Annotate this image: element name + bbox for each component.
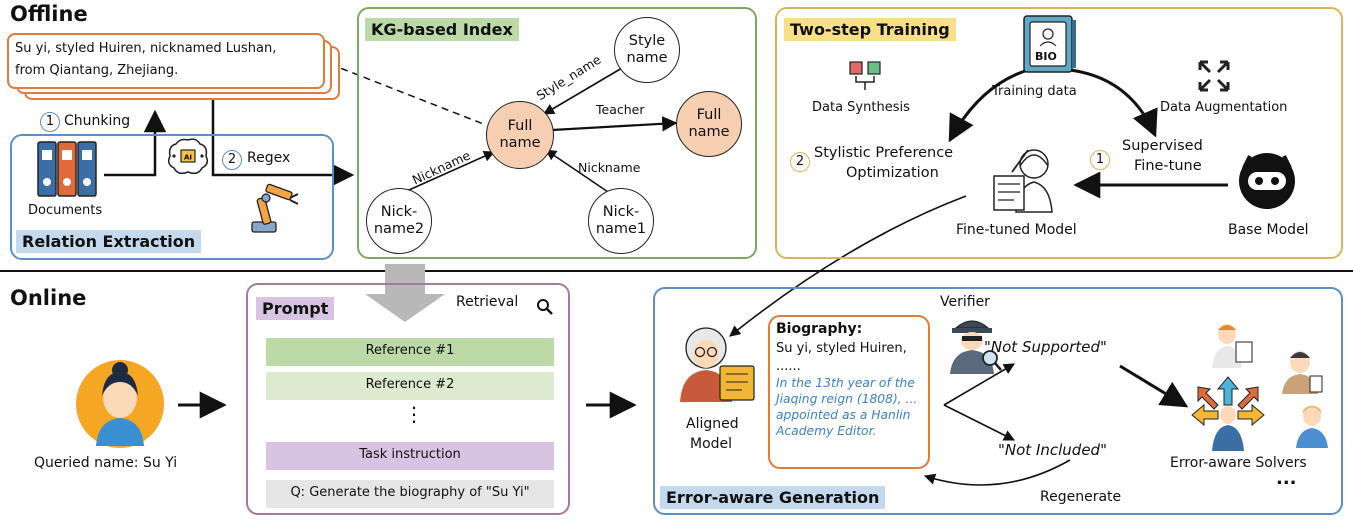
solver-center-icon xyxy=(1191,376,1265,451)
solver-avatar-1-icon xyxy=(1212,324,1253,368)
kg-node-full-name-right: Full name xyxy=(676,91,742,157)
not-included-label: "Not Included" xyxy=(998,441,1107,459)
aligned-model-line1: Aligned xyxy=(686,416,739,432)
kg-index-tag: KG-based Index xyxy=(365,18,519,41)
prompt-panel xyxy=(246,283,570,515)
aligned-model-line2: Model xyxy=(690,436,733,452)
user-avatar-icon xyxy=(76,360,164,448)
kg-node-nickname2: Nick-name2 xyxy=(366,188,432,254)
robot-arm-icon xyxy=(251,183,299,233)
retrieval-label: Retrieval xyxy=(456,294,519,310)
spo-step-badge: 2 xyxy=(790,152,810,172)
reference-2-bar: Reference #2 xyxy=(266,372,554,400)
curve-to-sft xyxy=(1069,68,1158,138)
error-aware-solvers-label: Error-aware Solvers xyxy=(1170,455,1307,471)
sft-step-badge: 1 xyxy=(1090,150,1110,170)
doc-text-line1: Su yi, styled Huiren, nicknamed Lushan, xyxy=(15,41,277,56)
error-aware-generation-tag: Error-aware Generation xyxy=(660,486,886,509)
regenerate-curve xyxy=(923,459,1071,486)
ai-brain-icon: AI xyxy=(167,138,209,175)
solver-avatar-3-icon xyxy=(1296,406,1328,448)
data-augmentation-label: Data Augmentation xyxy=(1160,100,1288,115)
query-bar: Q: Generate the biography of "Su Yi" xyxy=(266,480,554,508)
svg-text:AI: AI xyxy=(184,154,192,162)
kg-node-style-name: Style name xyxy=(614,17,680,83)
biography-card: Biography: Su yi, styled Huiren, ...... … xyxy=(768,315,930,469)
base-model-label: Base Model xyxy=(1228,222,1309,238)
training-data-label: Training data xyxy=(992,84,1077,99)
kg-node-full-name-center: Full name xyxy=(486,101,554,169)
reference-1-bar: Reference #1 xyxy=(266,338,554,366)
base-model-icon xyxy=(1239,153,1295,209)
not-supported-to-solvers xyxy=(1119,364,1189,408)
branch-to-not-supported xyxy=(943,363,1015,406)
finetuned-to-aligned-curve xyxy=(729,195,967,337)
biography-italic-text: In the 13th year of the Jiaqing reign (1… xyxy=(776,376,918,438)
prompt-tag: Prompt xyxy=(256,297,335,320)
solver-avatar-2-icon xyxy=(1282,351,1323,394)
training-tag: Two-step Training xyxy=(784,18,956,41)
bio-book-icon xyxy=(1023,15,1076,73)
queried-name-label: Queried name: Su Yi xyxy=(34,455,178,471)
regex-step-badge: 2 xyxy=(222,150,242,170)
edge-nickname-right-line xyxy=(545,149,615,197)
training-panel xyxy=(775,7,1343,259)
aligned-model-icon xyxy=(680,327,755,402)
relation-extraction-panel xyxy=(10,134,334,260)
branch-to-not-included xyxy=(943,404,1016,441)
documents-label: Documents xyxy=(28,203,103,218)
offline-title: Offline xyxy=(10,2,88,26)
dashed-link xyxy=(329,63,487,126)
retrieval-down-arrow xyxy=(365,264,445,322)
solvers-ellipsis: ... xyxy=(1276,468,1297,489)
fine-tuned-model-icon xyxy=(993,149,1053,213)
online-title: Online xyxy=(10,286,87,310)
kg-edge-label-nickname-right: Nickname xyxy=(578,160,641,175)
chunking-arrow xyxy=(104,109,167,177)
verifier-label: Verifier xyxy=(940,294,990,310)
biography-title: Biography: xyxy=(776,321,863,337)
regex-label: Regex xyxy=(247,150,291,166)
sft-label-line2: Fine-tune xyxy=(1134,158,1202,174)
spo-label-line2: Optimization xyxy=(846,165,939,181)
reference-ellipsis: ⋮ xyxy=(404,402,424,426)
kg-edge-label-teacher: Teacher xyxy=(596,102,645,117)
doc-text-line2: from Qiantang, Zhejiang. xyxy=(15,63,179,78)
biography-line2: ...... xyxy=(776,359,801,374)
chunking-label: Chunking xyxy=(64,113,131,129)
regex-arrow xyxy=(211,100,355,187)
relation-extraction-tag: Relation Extraction xyxy=(16,230,202,253)
fine-tuned-model-label: Fine-tuned Model xyxy=(956,222,1077,238)
error-aware-generation-panel xyxy=(653,287,1343,515)
spo-label-line1: Stylistic Preference xyxy=(814,145,954,161)
curve-to-data-synthesis xyxy=(948,68,1029,143)
regenerate-label: Regenerate xyxy=(1040,489,1122,505)
sft-label-line1: Supervised xyxy=(1122,138,1203,154)
doc-card-front: Su yi, styled Huiren, nicknamed Lushan, … xyxy=(7,33,325,89)
bio-book-label: BIO xyxy=(1035,50,1057,63)
kg-index-panel xyxy=(357,7,757,259)
data-augmentation-icon xyxy=(1198,60,1230,92)
edge-style-name-line xyxy=(543,67,623,115)
chunking-step-badge: 1 xyxy=(40,112,60,132)
task-instruction-bar: Task instruction xyxy=(266,442,554,470)
kg-node-nickname1: Nick-name1 xyxy=(588,188,654,254)
search-icon xyxy=(537,299,553,315)
biography-line1: Su yi, styled Huiren, xyxy=(776,341,907,356)
not-supported-label: "Not Supported" xyxy=(984,338,1107,356)
edge-teacher-line xyxy=(551,116,678,132)
verifier-detective-icon xyxy=(950,320,1002,374)
data-synthesis-label: Data Synthesis xyxy=(812,100,910,115)
documents-icon xyxy=(37,141,97,197)
edge-nickname-left-line xyxy=(399,150,496,195)
data-synthesis-icon xyxy=(849,61,881,90)
